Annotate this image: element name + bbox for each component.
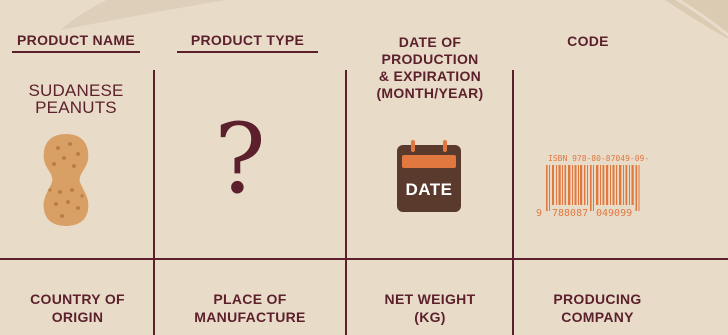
barcode-isbn-text: ISBN 978-80-87049-09-9 bbox=[548, 154, 649, 163]
country-line1: COUNTRY OF bbox=[30, 291, 125, 307]
background-leaf-decoration-right bbox=[665, 0, 728, 39]
peanut-icon bbox=[43, 134, 89, 226]
calendar-ring-right bbox=[443, 140, 447, 152]
company-line1: PRODUCING bbox=[553, 291, 642, 307]
barcode-digits-right: 049099 bbox=[596, 208, 632, 219]
code-header: CODE bbox=[567, 33, 609, 49]
barcode-digit-lead: 9 bbox=[536, 208, 542, 219]
weight-line1: NET WEIGHT bbox=[384, 291, 476, 307]
company-line2: COMPANY bbox=[561, 309, 634, 325]
barcode-digits-left: 788087 bbox=[552, 208, 588, 219]
date-header-line3: & EXPIRATION bbox=[378, 68, 482, 84]
weight-line2: (KG) bbox=[414, 309, 446, 325]
net-weight-label: NET WEIGHT (KG) bbox=[360, 290, 500, 326]
product-name-header: PRODUCT NAME bbox=[12, 32, 140, 53]
column-divider-3 bbox=[512, 70, 514, 335]
date-header: DATE OF PRODUCTION & EXPIRATION (MONTH/Y… bbox=[355, 34, 505, 102]
date-header-line1: DATE OF bbox=[398, 34, 462, 50]
product-name-value: SUDANESE PEANUTS bbox=[12, 82, 140, 116]
producing-company-label: PRODUCING COMPANY bbox=[530, 290, 665, 326]
barcode: ISBN 978-80-87049-09-9 9 788087 04909 bbox=[536, 154, 649, 219]
barcode-bars bbox=[546, 165, 640, 211]
row-divider bbox=[0, 258, 728, 260]
column-divider-1 bbox=[153, 70, 155, 335]
place-line1: PLACE OF bbox=[213, 291, 287, 307]
calendar-ring-left bbox=[411, 140, 415, 152]
country-line2: ORIGIN bbox=[51, 309, 104, 325]
calendar-top-band bbox=[402, 155, 456, 168]
calendar-icon: DATE bbox=[397, 140, 461, 212]
date-header-line2: PRODUCTION bbox=[381, 51, 479, 67]
date-header-line4: (MONTH/YEAR) bbox=[376, 85, 484, 101]
product-type-question-mark: ? bbox=[214, 103, 266, 215]
place-line2: MANUFACTURE bbox=[194, 309, 306, 325]
product-name-line1: SUDANESE bbox=[28, 81, 124, 100]
product-type-header: PRODUCT TYPE bbox=[177, 32, 318, 53]
product-name-line2: PEANUTS bbox=[35, 98, 117, 117]
column-divider-2 bbox=[345, 70, 347, 335]
calendar-date-label: DATE bbox=[405, 180, 453, 199]
country-of-origin-label: COUNTRY OF ORIGIN bbox=[10, 290, 145, 326]
place-of-manufacture-label: PLACE OF MANUFACTURE bbox=[170, 290, 330, 326]
